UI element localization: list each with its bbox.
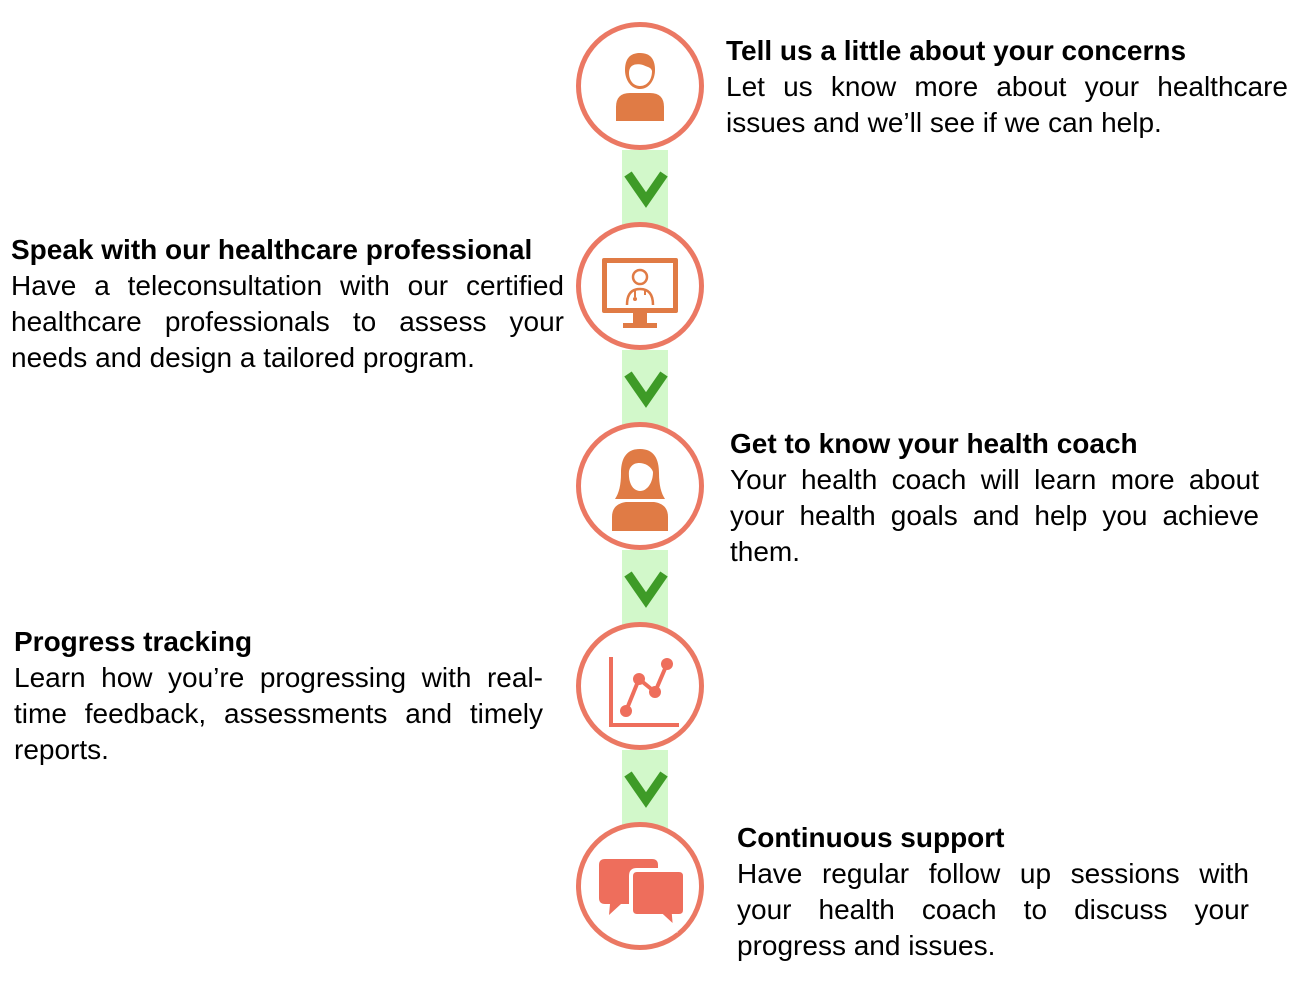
step-2-title: Speak with our healthcare professional xyxy=(11,234,533,265)
chevron-down-icon xyxy=(624,371,668,408)
step-4-description: Learn how you’re progressing with real-t… xyxy=(14,662,543,765)
step-4-title: Progress tracking xyxy=(14,626,253,657)
chevron-down-icon xyxy=(624,571,668,608)
step-3-text: Get to know your health coach Your healt… xyxy=(730,426,1259,570)
doctor-monitor-icon xyxy=(602,258,678,328)
person-icon xyxy=(616,53,664,121)
step-1-text: Tell us a little about your concerns Let… xyxy=(726,33,1288,141)
step-1-description: Let us know more about your healthcare i… xyxy=(726,71,1288,138)
step-5-circle xyxy=(576,822,704,950)
step-3-title: Get to know your health coach xyxy=(730,428,1138,459)
step-5-title: Continuous support xyxy=(737,822,1005,853)
step-5-description: Have regular follow up sessions with you… xyxy=(737,858,1249,961)
step-1-title: Tell us a little about your concerns xyxy=(726,35,1187,66)
chevron-down-icon xyxy=(624,171,668,208)
step-1-circle xyxy=(576,22,704,150)
woman-icon xyxy=(612,449,668,531)
connector-1 xyxy=(622,150,668,230)
step-5-text: Continuous support Have regular follow u… xyxy=(737,820,1249,964)
step-3-circle xyxy=(576,422,704,550)
step-4-circle xyxy=(576,622,704,750)
connector-3 xyxy=(622,550,668,630)
chevron-down-icon xyxy=(624,771,668,808)
step-2-text: Speak with our healthcare professional H… xyxy=(11,232,564,376)
connector-2 xyxy=(622,350,668,430)
line-chart-icon xyxy=(609,657,679,727)
step-3-description: Your health coach will learn more about … xyxy=(730,464,1259,567)
step-2-circle xyxy=(576,222,704,350)
step-2-description: Have a teleconsultation with our certifi… xyxy=(11,270,564,373)
chat-bubbles-icon xyxy=(599,859,687,933)
connector-4 xyxy=(622,750,668,830)
step-4-text: Progress tracking Learn how you’re progr… xyxy=(14,624,543,768)
